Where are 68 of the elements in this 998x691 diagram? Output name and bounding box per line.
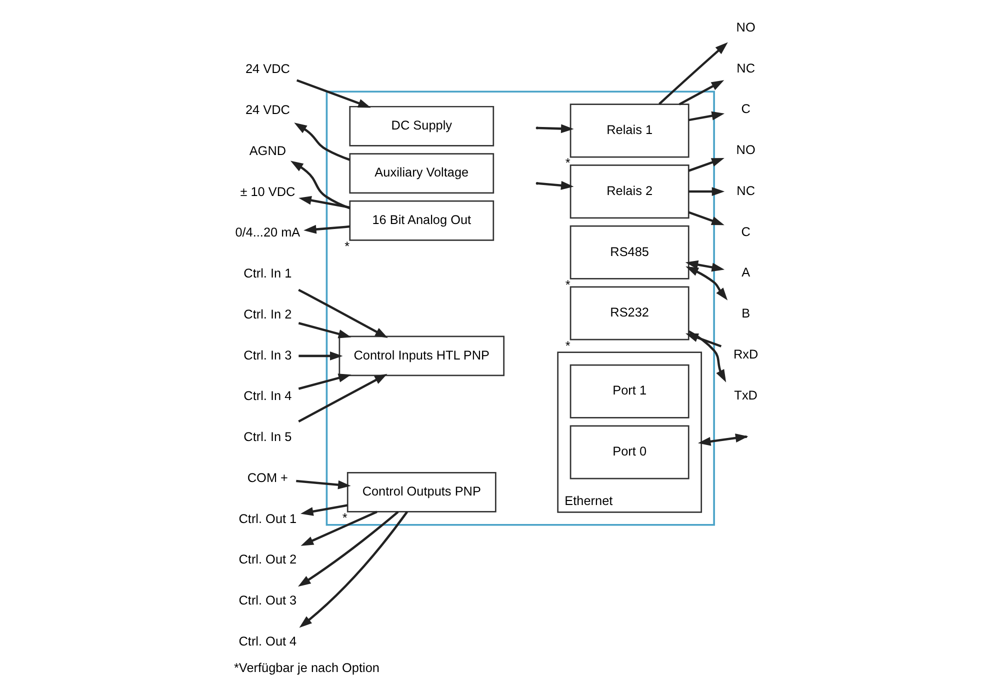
arrow (298, 196, 350, 209)
arrow (298, 351, 342, 360)
arrow (684, 260, 724, 272)
node-label: * (344, 238, 350, 254)
arrow (537, 124, 574, 134)
node-box: Port 0 (569, 425, 689, 480)
arrow (303, 224, 350, 234)
node-box: 16 Bit Analog Out (348, 200, 494, 241)
node-text: TxD (734, 387, 757, 402)
arrow (688, 330, 726, 382)
node-text: 0/4...20 mA (234, 224, 300, 240)
node-text: Ctrl. In 5 (243, 429, 292, 444)
node-text: B (741, 306, 750, 321)
arrow (678, 80, 724, 106)
arrow (296, 480, 350, 490)
node-label: * (564, 338, 570, 353)
node-text: Ctrl. Out 4 (238, 633, 296, 648)
node-box: Auxiliary Voltage (348, 153, 494, 194)
node-box: RS232 (569, 286, 689, 340)
arrow (298, 511, 408, 628)
arrow (300, 504, 348, 516)
node-text: COM + (246, 470, 288, 485)
caption: *Verfügbar je nach Option (234, 660, 379, 676)
node-box: Relais 1 (569, 104, 689, 158)
node-text: Ctrl. Out 3 (238, 592, 296, 608)
arrow (688, 211, 724, 226)
node-text: Ctrl. In 4 (243, 388, 292, 404)
node-text: NC (736, 182, 755, 198)
node-box: RS485 (569, 225, 689, 280)
arrow (298, 374, 387, 423)
node-label: * (564, 155, 570, 170)
node-text: ± 10 VDC (240, 184, 295, 199)
node-label: * (342, 510, 347, 525)
node-text: Ctrl. Out 2 (238, 552, 296, 567)
node-text: Ctrl. In 2 (243, 306, 292, 322)
node-text: Ctrl. Out 1 (238, 510, 296, 526)
arrow (296, 79, 370, 108)
node-text: A (741, 264, 750, 280)
node-label: * (564, 276, 570, 292)
node-text: AGND (248, 142, 286, 158)
node-text: Ctrl. In 1 (243, 266, 292, 281)
node-text: 24 VDC (244, 102, 290, 118)
arrow (298, 374, 351, 390)
node-text: C (740, 224, 750, 239)
arrow (298, 511, 398, 587)
node-box: Control Inputs HTL PNP (338, 336, 504, 376)
node-box: DC Supply (348, 106, 494, 146)
arrow (300, 510, 377, 546)
arrow (294, 122, 350, 161)
arrow (290, 160, 350, 210)
node-text: Ctrl. In 3 (243, 347, 292, 362)
node-box: Relais 2 (569, 164, 689, 219)
node-text: NO (736, 19, 755, 34)
node-text: C (740, 101, 750, 116)
arrow (688, 158, 724, 172)
node-box: Control Outputs PNP (346, 472, 496, 512)
arrow (685, 266, 728, 300)
node-text: NC (736, 60, 755, 76)
node-text: NO (736, 142, 755, 158)
arrow (298, 288, 388, 338)
arrow (298, 322, 351, 338)
node-text: 24 VDC (244, 61, 290, 76)
node-box: Port 1 (569, 364, 689, 418)
arrow (658, 42, 728, 105)
arrow (537, 181, 574, 190)
node-text: RxD (732, 346, 758, 362)
arrow (688, 111, 724, 122)
arrow (688, 187, 724, 196)
